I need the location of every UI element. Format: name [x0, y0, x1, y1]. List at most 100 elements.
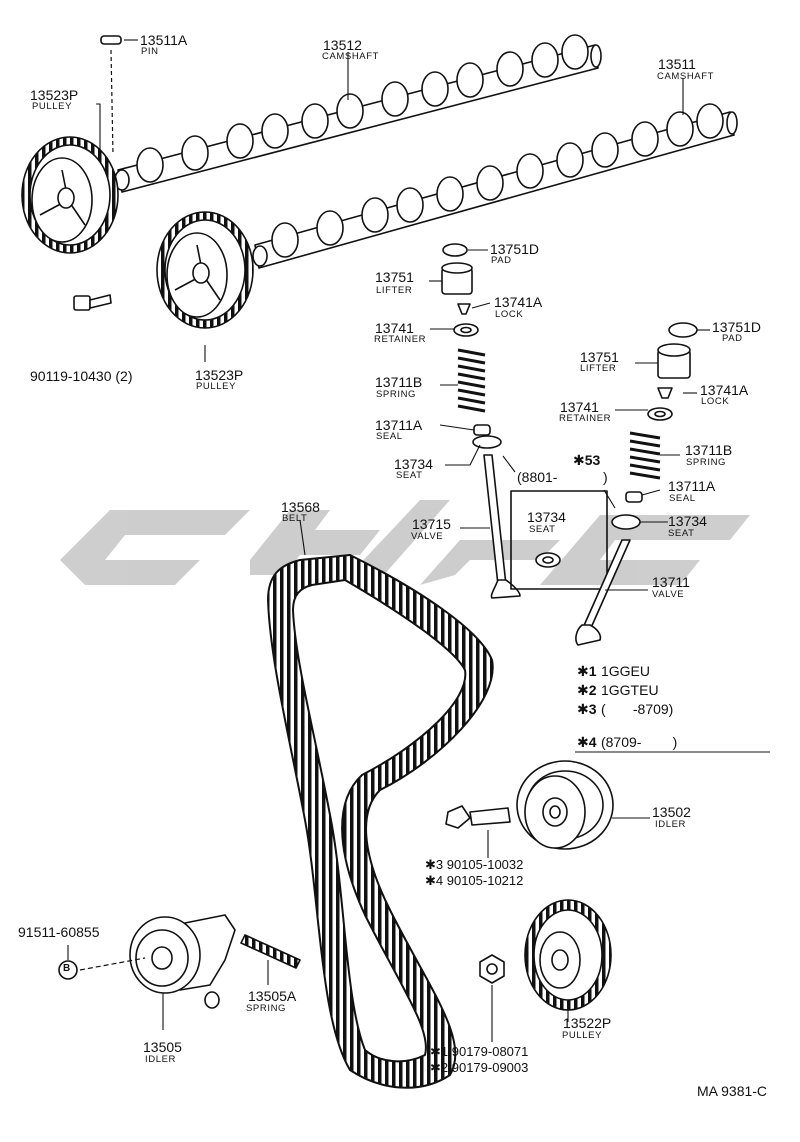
valve-right	[575, 539, 631, 646]
part-name: PULLEY	[32, 101, 73, 112]
retainer-left	[453, 323, 479, 337]
part-name: PULLEY	[562, 1030, 603, 1041]
part-number: 13522P	[563, 1015, 612, 1031]
box-note: (8801-	[517, 469, 558, 485]
retainer-right	[647, 407, 673, 421]
valve-left	[483, 454, 521, 599]
part-number: 13741A	[494, 294, 543, 310]
pad-right	[668, 322, 698, 338]
pulley-13522P	[524, 899, 612, 1011]
part-number: 13711A	[375, 417, 423, 433]
part-number: 91511-60855	[18, 924, 100, 940]
bolt-badge: B	[63, 963, 71, 974]
part-number: 13512	[323, 37, 362, 53]
part-name: SEAL	[376, 431, 403, 442]
part-name: LIFTER	[376, 285, 413, 296]
part-name: LOCK	[495, 309, 524, 320]
box-mark: ✱53	[573, 452, 601, 468]
pulley-13523P-mid	[156, 211, 254, 329]
seat-right	[611, 514, 641, 530]
part-name: SEAT	[529, 524, 556, 535]
pin-13511A	[100, 35, 122, 45]
seat-box	[510, 490, 608, 590]
idler-bolt	[445, 805, 511, 829]
part-number: ✱3 90105-10032	[425, 857, 524, 872]
legend-item: ✱3 ( -8709)	[577, 701, 674, 717]
part-name: RETAINER	[559, 413, 612, 424]
part-number: 13741A	[700, 382, 749, 398]
part-number: 13711B	[375, 374, 423, 390]
part-number: 90119-10430 (2)	[30, 368, 133, 384]
part-number: 13511A	[140, 32, 188, 48]
seal-left	[473, 424, 491, 436]
part-name: SEAT	[668, 528, 695, 539]
bolt-90119	[73, 294, 112, 311]
timing-belt-13568	[267, 554, 494, 1089]
pulley-13523P-top	[21, 136, 119, 254]
pad-left	[442, 243, 468, 257]
spring-left	[457, 348, 486, 413]
idler-13502	[516, 760, 614, 850]
part-number: ✱2 90179-09003	[430, 1060, 529, 1075]
part-number: 13711	[652, 574, 690, 590]
part-number: 13751	[580, 349, 619, 365]
box-note: )	[603, 469, 608, 485]
part-number: 13711B	[685, 442, 733, 458]
part-name: SPRING	[686, 457, 727, 468]
part-name: IDLER	[145, 1054, 176, 1065]
part-name: CAMSHAFT	[657, 71, 715, 82]
part-number: ✱1 90179-08071	[430, 1044, 529, 1059]
part-number: 13741	[560, 399, 599, 415]
part-name: IDLER	[655, 819, 686, 830]
idler-13505	[129, 914, 236, 1009]
part-number: 13505A	[248, 988, 297, 1004]
part-name: SPRING	[376, 389, 417, 400]
part-number: 13751D	[712, 319, 762, 335]
part-number: 13511	[658, 56, 696, 72]
spring-right	[629, 431, 661, 480]
nut-90179	[479, 954, 505, 984]
bolt-91511	[58, 960, 78, 980]
part-name: VALVE	[411, 531, 444, 542]
part-number: 13734	[668, 513, 707, 529]
part-name: SEAT	[396, 470, 423, 481]
legend-item: ✱1 1GGEU	[577, 663, 650, 679]
part-name: SPRING	[246, 1003, 287, 1014]
part-name: BELT	[282, 513, 308, 524]
part-name: LIFTER	[580, 363, 617, 374]
part-name: CAMSHAFT	[322, 51, 380, 62]
part-name: VALVE	[652, 589, 685, 600]
part-number: 13751	[375, 269, 414, 285]
part-number: 13741	[375, 320, 414, 336]
part-number: 13734	[527, 509, 566, 525]
part-number: 13523P	[195, 367, 244, 383]
part-name: PIN	[141, 46, 159, 57]
part-name: PAD	[491, 255, 512, 266]
part-number: 13523P	[30, 87, 79, 103]
part-number: 13711A	[668, 478, 716, 494]
lock-right	[657, 387, 673, 399]
part-number: 13715	[412, 516, 451, 532]
diagram-code: MA 9381-C	[697, 1083, 768, 1099]
part-name: PAD	[722, 333, 743, 344]
lock-left	[457, 303, 471, 315]
lifter-right	[657, 343, 691, 379]
lifter-left	[441, 262, 473, 295]
part-name: PULLEY	[196, 381, 237, 392]
idler-spring	[240, 934, 301, 969]
part-number: ✱4 90105-10212	[425, 873, 524, 888]
part-number: 13751D	[490, 241, 540, 257]
part-number: 13568	[281, 499, 320, 515]
seat-left	[472, 435, 502, 449]
part-name: RETAINER	[374, 334, 427, 345]
part-number: 13734	[394, 456, 433, 472]
leader-lines	[67, 39, 770, 1042]
part-name: SEAL	[669, 493, 696, 504]
seal-right	[625, 491, 643, 503]
part-number: 13502	[652, 804, 691, 820]
camshaft-13511	[252, 103, 738, 269]
legend-item: ✱2 1GGTEU	[577, 682, 659, 698]
part-name: LOCK	[701, 396, 730, 407]
legend-item: ✱4 (8709- )	[577, 734, 678, 750]
